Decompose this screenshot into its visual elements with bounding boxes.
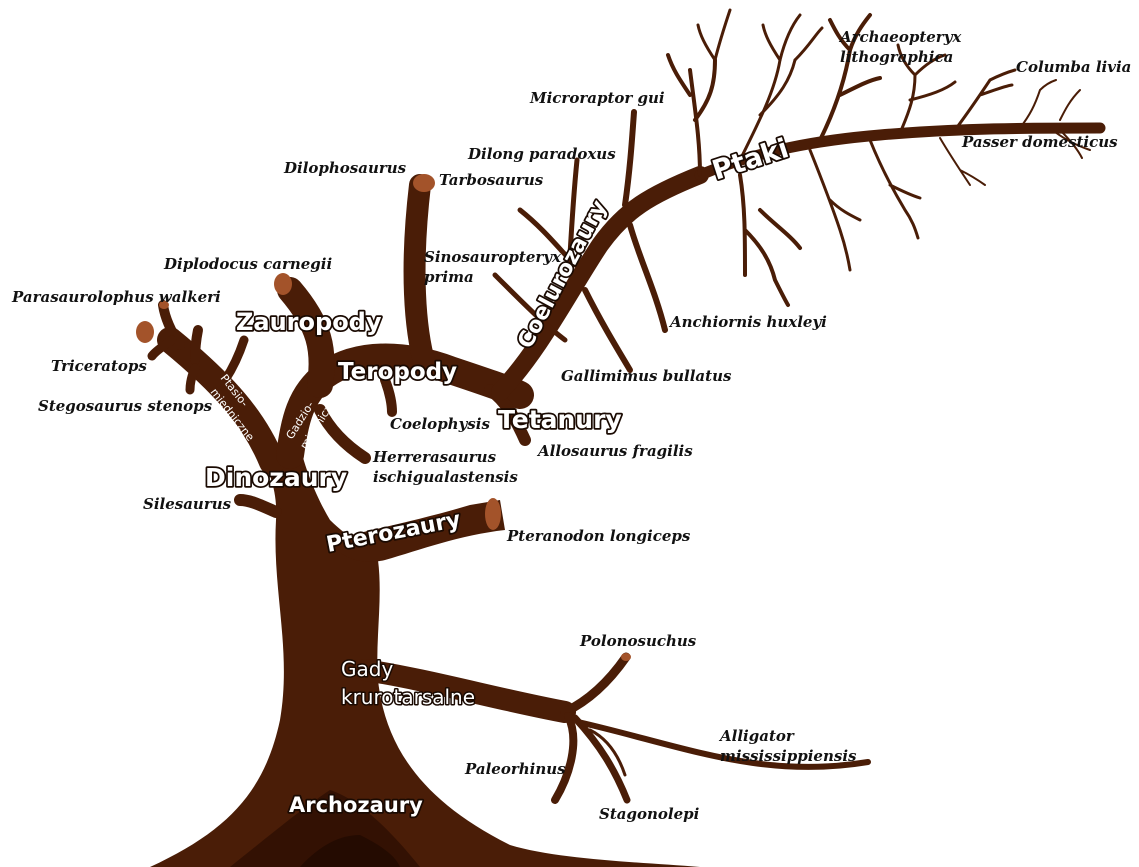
species-label-dilophosaurus: Dilophosaurus	[283, 159, 407, 177]
species-label-triceratops: Triceratops	[51, 357, 147, 375]
species-label-parasaurolophus: Parasaurolophus walkeri	[11, 288, 221, 306]
species-label-allosaurus: Allosaurus fragilis	[536, 442, 693, 460]
species-label-stegosaurus: Stegosaurus stenops	[38, 397, 213, 415]
silesaurus-branch	[240, 500, 276, 512]
species-label-columba: Columba livia	[1016, 58, 1131, 76]
species-label-archaeopteryx: Archaeopteryx	[838, 28, 962, 46]
clade-label-dinozaury: Dinozaury	[205, 463, 347, 492]
species-label-microraptor: Microraptor gui	[529, 89, 665, 107]
clade-label-tetanury: Tetanury	[498, 405, 622, 434]
species-label-coelophysis: Coelophysis	[390, 415, 490, 433]
species-label-silesaurus: Silesaurus	[143, 495, 232, 513]
species-label-tarbosaurus: Tarbosaurus	[439, 171, 544, 189]
species-label-ischigualastensis: ischigualastensis	[373, 468, 518, 486]
clade-label-zauropody: Zauropody	[236, 308, 382, 336]
species-label-paleorhinus: Paleorhinus	[464, 760, 566, 778]
species-label-gallimimus: Gallimimus bullatus	[561, 367, 732, 385]
species-label-lithographica: lithographica	[840, 48, 953, 66]
species-label-mississippiensis: mississippiensis	[720, 747, 857, 765]
species-label-herrerasaurus: Herrerasaurus	[372, 448, 497, 466]
species-label-polonosuchus: Polonosuchus	[579, 632, 697, 650]
species-label-passer: Passer domesticus	[961, 133, 1118, 151]
clade-label-archozaury: Archozaury	[289, 793, 423, 817]
species-label-prima: prima	[424, 268, 474, 286]
species-label-pteranodon: Pteranodon longiceps	[506, 527, 691, 545]
clade-label-teropody: Teropody	[338, 359, 457, 385]
species-label-dilong: Dilong paradoxus	[467, 145, 616, 163]
species-label-sinosauropteryx: Sinosauropteryx	[424, 248, 562, 266]
clade-label-gady: Gady	[341, 657, 393, 681]
species-label-diplodocus: Diplodocus carnegii	[163, 255, 332, 273]
species-label-stagonolepi: Stagonolepi	[599, 805, 700, 823]
species-label-alligator: Alligator	[718, 727, 795, 745]
tree-trunk	[150, 445, 700, 867]
clade-label-krurotarsalne: krurotarsalne	[341, 685, 475, 709]
species-label-anchiornis: Anchiornis huxleyi	[668, 313, 827, 331]
